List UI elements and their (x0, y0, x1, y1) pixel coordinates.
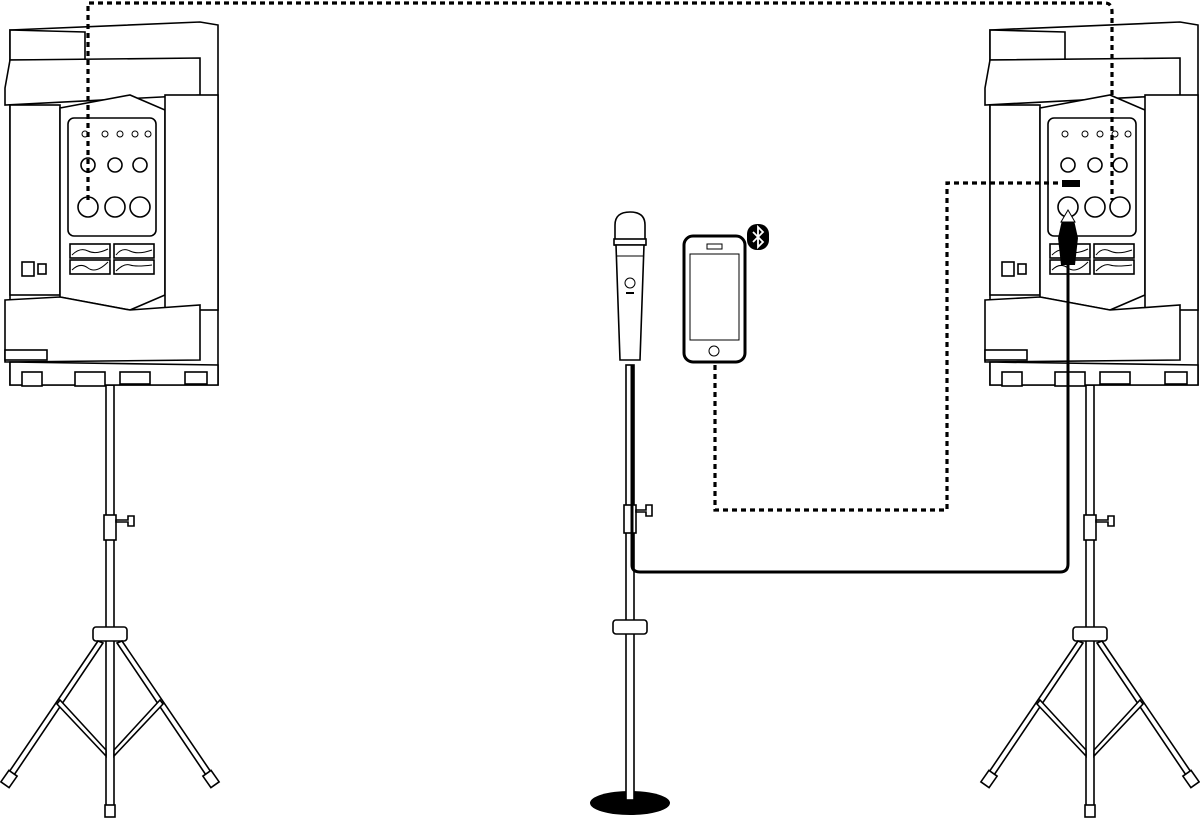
microphone-icon (613, 211, 647, 361)
right-speaker (984, 21, 1199, 387)
left-speaker (4, 21, 219, 387)
xlr-connector (1058, 209, 1078, 265)
smartphone-icon (682, 234, 747, 364)
mic-cable (630, 265, 1070, 574)
speaker-link-dashed-cable (86, 1, 1114, 200)
right-speaker-stand (980, 384, 1200, 818)
phone-jack-connector (1062, 180, 1080, 187)
bluetooth-icon (747, 224, 769, 250)
mic-stand (590, 364, 670, 815)
left-speaker-stand (0, 384, 220, 818)
